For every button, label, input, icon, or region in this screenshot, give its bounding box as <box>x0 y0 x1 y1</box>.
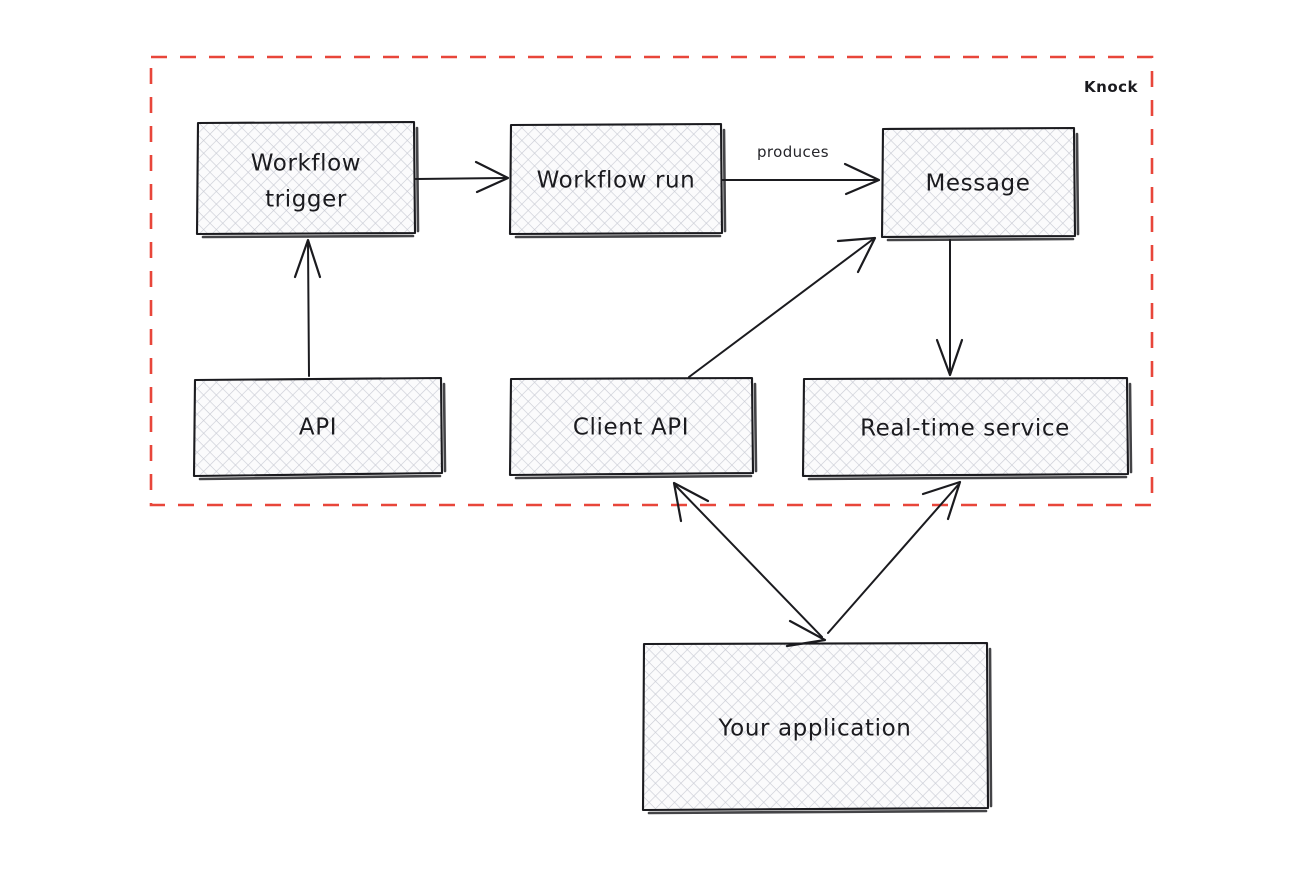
node-workflow-trigger[interactable]: Workflow trigger <box>195 120 420 239</box>
edge-label-produces: produces <box>757 143 829 161</box>
knock-boundary-label: Knock <box>1084 78 1138 96</box>
node-client-api-label: Client API <box>573 415 689 441</box>
node-message[interactable]: Message <box>880 126 1080 242</box>
node-real-time-service-label: Real-time service <box>860 416 1070 442</box>
node-your-application-label: Your application <box>718 716 912 742</box>
node-workflow-trigger-label-line1: Workflow <box>251 151 361 177</box>
edge-app-to-client-api <box>672 481 827 648</box>
knock-boundary-group: Knock <box>149 55 1154 507</box>
edge-trigger-to-run <box>415 160 510 194</box>
node-api[interactable]: API <box>192 376 447 481</box>
edge-api-to-trigger <box>293 238 322 377</box>
node-workflow-run-label: Workflow run <box>537 168 696 194</box>
node-client-api[interactable]: Client API <box>508 376 758 480</box>
edge-app-to-real-time-service <box>827 480 962 634</box>
edge-message-to-real-time-service <box>935 239 964 377</box>
node-api-label: API <box>299 415 337 441</box>
edge-client-api-to-message <box>688 236 877 378</box>
edge-run-to-message: produces <box>722 143 881 196</box>
knock-boundary-border <box>149 55 1154 507</box>
node-workflow-trigger-label-line2: trigger <box>265 187 347 213</box>
node-real-time-service[interactable]: Real-time service <box>801 376 1133 481</box>
node-your-application[interactable]: Your application <box>641 641 993 815</box>
node-workflow-run[interactable]: Workflow run <box>508 122 727 239</box>
node-message-label: Message <box>925 171 1030 197</box>
